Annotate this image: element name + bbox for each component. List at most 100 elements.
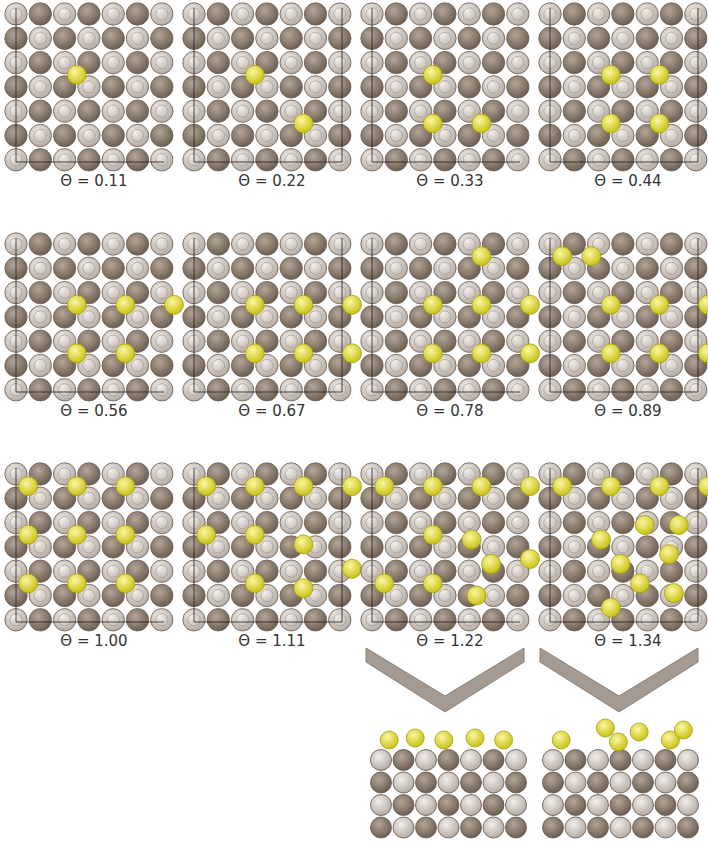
atom-shading bbox=[285, 565, 297, 577]
metal-atom bbox=[231, 257, 253, 279]
atom-shading bbox=[390, 359, 402, 371]
atom-shading bbox=[261, 492, 273, 504]
adsorbate-atom bbox=[611, 554, 630, 573]
metal-atom bbox=[385, 3, 407, 25]
metal-atom bbox=[563, 609, 585, 631]
atom-shading bbox=[641, 154, 653, 166]
metal-atom bbox=[633, 795, 654, 816]
metal-atom bbox=[207, 27, 229, 49]
adsorbate-atom bbox=[601, 344, 620, 363]
metal-atom bbox=[610, 750, 631, 771]
metal-atom bbox=[482, 511, 504, 533]
metal-atom bbox=[385, 511, 407, 533]
atom-shading bbox=[592, 154, 604, 166]
atom-shading bbox=[414, 565, 426, 577]
atom-shading bbox=[512, 516, 524, 528]
adsorbate-atom bbox=[601, 65, 620, 84]
metal-atom bbox=[434, 149, 456, 171]
metal-atom bbox=[126, 3, 148, 25]
coverage-label: Θ = 0.44 bbox=[543, 172, 708, 190]
metal-atom bbox=[78, 379, 100, 401]
atom-shading bbox=[156, 238, 168, 250]
metal-atom bbox=[304, 257, 326, 279]
metal-atom bbox=[304, 609, 326, 631]
metal-atom bbox=[256, 124, 278, 146]
adsorbate-atom bbox=[19, 477, 38, 496]
adsorbate-atom bbox=[472, 477, 491, 496]
adsorbate-atom bbox=[67, 574, 86, 593]
adsorbate-atom bbox=[520, 295, 539, 314]
adsorbate-atom bbox=[520, 344, 539, 363]
atom-shading bbox=[665, 129, 677, 141]
atom-shading bbox=[463, 614, 475, 626]
atom-shading bbox=[592, 335, 604, 347]
metal-atom bbox=[102, 3, 124, 25]
coverage-label: Θ = 1.00 bbox=[9, 632, 179, 650]
metal-atom bbox=[102, 51, 124, 73]
metal-atom bbox=[458, 76, 480, 98]
atom-shading bbox=[107, 56, 119, 68]
adsorbate-atom bbox=[116, 574, 135, 593]
atom-shading bbox=[414, 154, 426, 166]
atom-shading bbox=[641, 614, 653, 626]
metal-atom bbox=[151, 584, 173, 606]
metal-atom bbox=[385, 51, 407, 73]
metal-atom bbox=[434, 609, 456, 631]
metal-atom bbox=[256, 609, 278, 631]
atom-shading bbox=[439, 541, 451, 553]
atom-shading bbox=[261, 32, 273, 44]
adsorbate-atom bbox=[601, 295, 620, 314]
atom-shading bbox=[641, 468, 653, 480]
coverage-label: Θ = 0.78 bbox=[365, 402, 535, 420]
adsorbate-atom bbox=[342, 295, 361, 314]
metal-atom bbox=[126, 233, 148, 255]
metal-atom bbox=[385, 306, 407, 328]
atom-shading bbox=[568, 32, 580, 44]
atom-shading bbox=[592, 8, 604, 20]
adsorbate-atom bbox=[650, 477, 669, 496]
atom-shading bbox=[414, 614, 426, 626]
atom-shading bbox=[285, 286, 297, 298]
metal-atom bbox=[385, 609, 407, 631]
coverage-label: Θ = 0.33 bbox=[365, 172, 535, 190]
metal-atom bbox=[434, 27, 456, 49]
atom-shading bbox=[617, 359, 629, 371]
atom-shading bbox=[439, 262, 451, 274]
atom-shading bbox=[617, 32, 629, 44]
metal-atom bbox=[685, 76, 707, 98]
metal-atom bbox=[409, 609, 431, 631]
atom-shading bbox=[131, 359, 143, 371]
adsorbate-atom bbox=[245, 344, 264, 363]
adsorbate-atom bbox=[245, 574, 264, 593]
metal-atom bbox=[102, 609, 124, 631]
adsorbate-atom bbox=[342, 344, 361, 363]
metal-atom bbox=[482, 51, 504, 73]
metal-atom bbox=[636, 233, 658, 255]
metal-atom bbox=[507, 3, 529, 25]
metal-atom bbox=[409, 379, 431, 401]
metal-atom bbox=[385, 124, 407, 146]
atom-shading bbox=[236, 565, 248, 577]
metal-atom bbox=[434, 233, 456, 255]
atom-shading bbox=[334, 238, 346, 250]
atom-shading bbox=[261, 129, 273, 141]
metal-atom bbox=[53, 27, 75, 49]
metal-atom bbox=[29, 233, 51, 255]
cell-frame bbox=[16, 468, 164, 622]
metal-atom bbox=[636, 609, 658, 631]
metal-atom bbox=[636, 257, 658, 279]
metal-atom bbox=[565, 772, 586, 793]
atom-shading bbox=[568, 311, 580, 323]
adsorbate-atom bbox=[553, 247, 572, 266]
atom-shading bbox=[690, 335, 702, 347]
metal-atom bbox=[655, 795, 676, 816]
metal-atom bbox=[660, 379, 682, 401]
atom-shading bbox=[236, 335, 248, 347]
surface-panel bbox=[5, 3, 173, 171]
atom-shading bbox=[568, 541, 580, 553]
metal-atom bbox=[685, 149, 707, 171]
metal-atom bbox=[151, 609, 173, 631]
metal-atom bbox=[29, 27, 51, 49]
atom-shading bbox=[285, 8, 297, 20]
metal-atom bbox=[543, 817, 564, 838]
